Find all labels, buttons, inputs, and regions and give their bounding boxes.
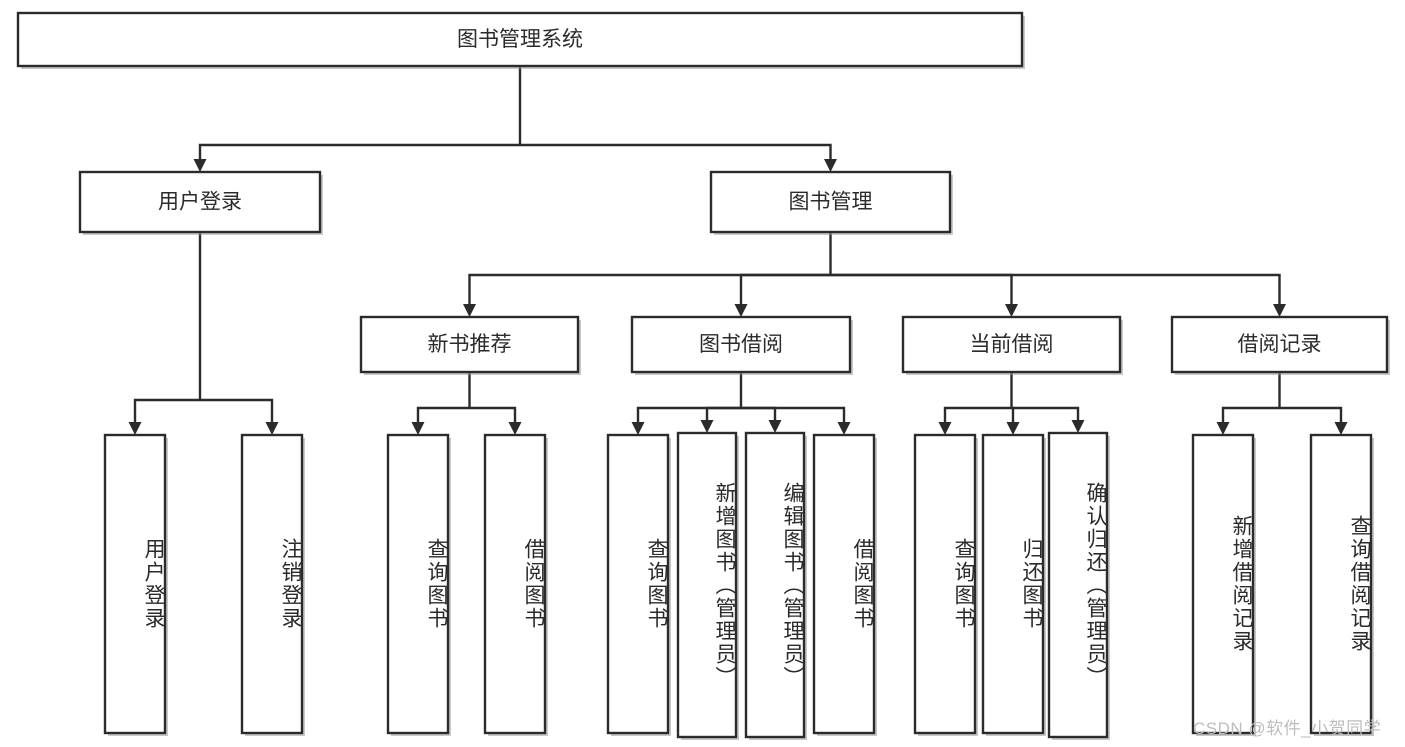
arrow-head-icon — [463, 304, 476, 317]
node-new-book-rec-label: 新书推荐 — [428, 333, 512, 356]
arrow-head-icon — [837, 422, 851, 435]
node-book-manage-label: 图书管理 — [789, 191, 873, 214]
node-root-label: 图书管理系统 — [457, 28, 583, 51]
edge-root-to-book-manage — [520, 143, 832, 159]
arrow-head-icon — [193, 159, 207, 172]
arrow-head-icon — [411, 422, 425, 435]
arrow-head-icon — [1216, 422, 1230, 435]
node-leaf-return-book[interactable] — [981, 433, 1045, 735]
edge-book-manage-to-borrow-record — [830, 273, 1281, 304]
node-current-borrow[interactable] — [901, 315, 1122, 374]
arrow-head-icon — [824, 159, 837, 172]
edge-book-borrow-to-leaf-2 — [741, 406, 777, 420]
edge-group — [128, 66, 1348, 435]
node-user-login[interactable] — [78, 170, 322, 234]
node-leaf-query-record[interactable] — [1309, 433, 1373, 735]
node-leaf-borrow-book-2[interactable] — [812, 433, 876, 735]
node-user-login-label: 用户登录 — [158, 191, 242, 214]
arrow-head-icon — [1273, 304, 1286, 317]
node-leaf-confirm-return[interactable] — [1047, 431, 1109, 739]
arrow-head-icon — [508, 422, 522, 435]
arrow-head-icon — [1071, 420, 1085, 433]
node-current-borrow-label: 当前借阅 — [970, 333, 1054, 356]
node-leaf-add-record[interactable] — [1191, 433, 1255, 735]
arrow-head-icon — [700, 420, 714, 433]
edge-book-borrow-to-leaf-0 — [636, 406, 741, 422]
arrow-head-icon — [734, 304, 748, 317]
edge-borrow-record-to-leaf-0 — [1221, 406, 1280, 422]
node-new-book-rec[interactable] — [359, 315, 580, 374]
node-leaf-add-book[interactable] — [676, 431, 738, 739]
node-book-borrow[interactable] — [630, 315, 852, 374]
csdn-watermark: CSDN @软件_小贺同学 — [1193, 719, 1382, 738]
node-leaf-edit-book[interactable] — [744, 431, 806, 739]
edge-current-borrow-to-leaf-0 — [943, 406, 1012, 422]
arrow-head-icon — [1005, 304, 1018, 317]
edge-book-manage-to-new-book-rec — [468, 273, 831, 304]
edge-borrow-record-to-leaf-1 — [1279, 406, 1343, 422]
node-leaf-logout[interactable] — [240, 433, 304, 735]
node-leaf-user-login[interactable] — [103, 433, 167, 735]
arrow-head-icon — [631, 422, 645, 435]
arrow-head-icon — [938, 422, 952, 435]
edge-root-to-user-login — [198, 143, 520, 159]
node-borrow-record-label: 借阅记录 — [1238, 333, 1322, 356]
arrow-head-icon — [768, 420, 782, 433]
edge-book-borrow-to-leaf-3 — [741, 406, 846, 422]
arrow-head-icon — [1334, 422, 1348, 435]
node-leaf-query-book-1[interactable] — [386, 433, 450, 735]
edge-user-login-to-leaf-1 — [200, 398, 274, 422]
edge-book-manage-to-book-borrow — [739, 273, 831, 304]
node-borrow-record[interactable] — [1170, 315, 1389, 374]
node-box-group — [16, 11, 1389, 739]
edge-current-borrow-to-leaf-2 — [1011, 406, 1080, 420]
arrow-head-icon — [128, 422, 142, 435]
arrow-head-icon — [1006, 422, 1020, 435]
node-root[interactable] — [16, 11, 1024, 68]
arrow-head-icon — [265, 422, 279, 435]
node-book-borrow-label: 图书借阅 — [699, 333, 783, 356]
edge-book-manage-to-current-borrow — [830, 273, 1013, 304]
node-leaf-query-book-2[interactable] — [606, 433, 670, 735]
node-leaf-borrow-book-1[interactable] — [483, 433, 547, 735]
edge-current-borrow-to-leaf-1 — [1011, 406, 1015, 422]
edge-user-login-to-leaf-0 — [133, 398, 200, 422]
edge-new-book-rec-to-leaf-1 — [469, 406, 517, 422]
node-leaf-query-book-3[interactable] — [913, 433, 977, 735]
node-book-manage[interactable] — [709, 170, 952, 234]
edge-book-borrow-to-leaf-1 — [705, 406, 741, 420]
edge-new-book-rec-to-leaf-0 — [416, 406, 470, 422]
